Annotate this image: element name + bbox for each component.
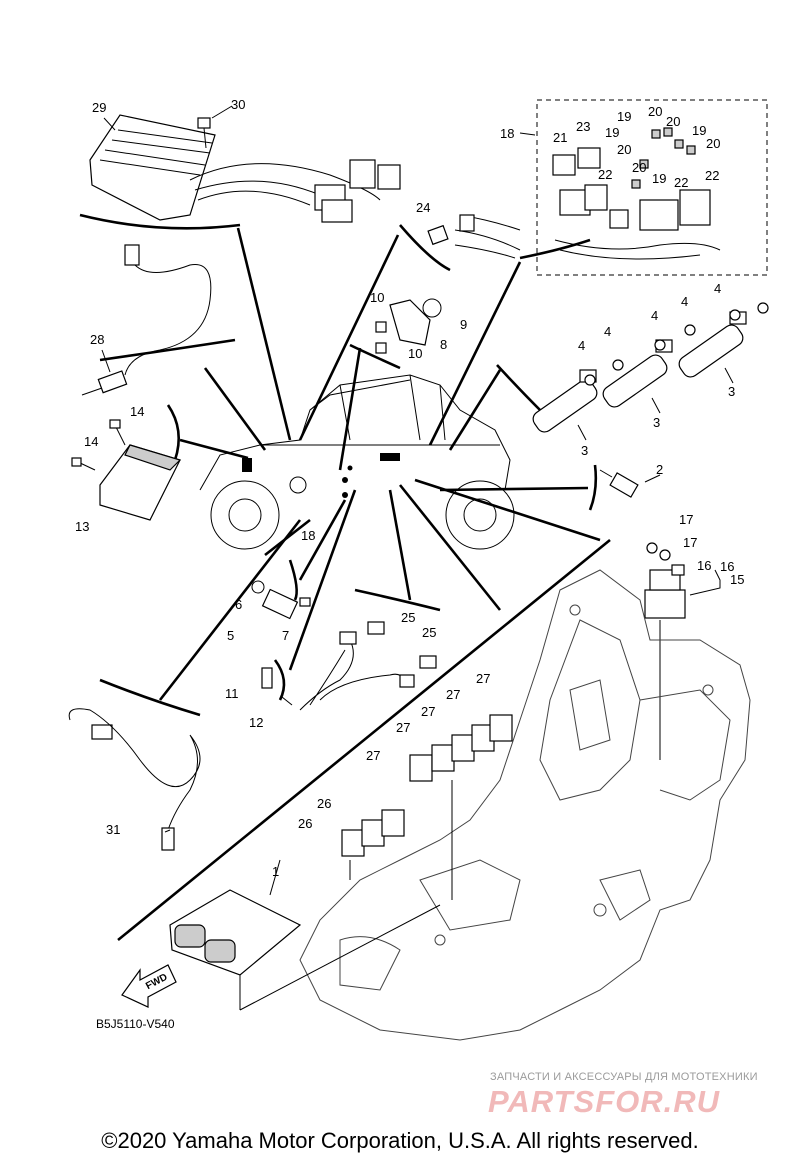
callout-8: 8 (440, 337, 447, 352)
callout-20b: 20 (666, 114, 680, 129)
vehicle-side-view (199, 374, 515, 550)
watermark-logo: PARTSFOR.RU (488, 1084, 721, 1119)
callout-3b: 3 (653, 415, 660, 430)
callout-4a: 4 (578, 338, 585, 353)
callout-27b: 27 (446, 687, 460, 702)
callout-25b: 25 (422, 625, 436, 640)
part-14-bolts (71, 419, 126, 471)
part-13-module (99, 444, 182, 521)
callout-4d: 4 (681, 294, 688, 309)
callout-30: 30 (231, 97, 245, 112)
callout-2: 2 (656, 462, 663, 477)
leader-lines (158, 227, 601, 701)
watermark-subtitle: ЗАПЧАСТИ И АКСЕССУАРЫ ДЛЯ МОТОТЕХНИКИ (490, 1071, 758, 1083)
callout-20e: 20 (632, 160, 646, 175)
callout-20a: 20 (648, 104, 662, 119)
callout-31: 31 (106, 822, 120, 837)
part-15-relay (644, 542, 686, 760)
callout-4e: 4 (714, 281, 721, 296)
frame-outline (299, 569, 751, 1041)
part-1-ecu (169, 889, 441, 1011)
callout-17b: 17 (683, 535, 697, 550)
callout-26a: 26 (317, 796, 331, 811)
callout-12: 12 (249, 715, 263, 730)
callout-19b: 19 (605, 125, 619, 140)
callout-9: 9 (460, 317, 467, 332)
callout-16b: 16 (720, 559, 734, 574)
part-28-sensor (81, 244, 212, 396)
callout-29: 29 (92, 100, 106, 115)
part-4-bolts (584, 302, 769, 386)
callout-24: 24 (416, 200, 430, 215)
callout-27e: 27 (366, 748, 380, 763)
callout-26b: 26 (298, 816, 312, 831)
callout-7: 7 (282, 628, 289, 643)
callout-10a: 10 (370, 290, 384, 305)
callout-19a: 19 (617, 109, 631, 124)
callout-10b: 10 (408, 346, 422, 361)
part-31-sensor (68, 708, 201, 851)
callout-28: 28 (90, 332, 104, 347)
callout-14a: 14 (130, 404, 144, 419)
callout-18b: 18 (500, 126, 514, 141)
callout-4c: 4 (651, 308, 658, 323)
part-25-harness (299, 621, 437, 711)
callout-20c: 20 (706, 136, 720, 151)
callout-17a: 17 (679, 512, 693, 527)
copyright-notice: ©2020 Yamaha Motor Corporation, U.S.A. A… (101, 1128, 699, 1153)
part-11-sensor (261, 667, 293, 706)
callout-19d: 19 (652, 171, 666, 186)
part-2-sensor (599, 469, 639, 498)
part-24-sensor (427, 214, 521, 259)
callout-22c: 22 (705, 168, 719, 183)
fwd-arrow-icon: FWD (121, 964, 177, 1008)
callout-13: 13 (75, 519, 89, 534)
callout-20d: 20 (617, 142, 631, 157)
label-ticks (101, 105, 734, 896)
callout-25a: 25 (401, 610, 415, 625)
part-30-bolt (197, 117, 211, 149)
part-3-injectors (532, 311, 747, 433)
callout-5: 5 (227, 628, 234, 643)
callout-23: 23 (576, 119, 590, 134)
callout-3c: 3 (728, 384, 735, 399)
reference-code: B5J5110-V540 (96, 1017, 175, 1031)
callout-19c: 19 (692, 123, 706, 138)
callout-11: 11 (225, 686, 239, 701)
callout-6: 6 (235, 597, 242, 612)
callout-22a: 22 (598, 167, 612, 182)
group-brackets (79, 213, 611, 942)
callout-15: 15 (730, 572, 744, 587)
callout-18a: 18 (301, 528, 315, 543)
callout-21: 21 (553, 130, 567, 145)
callout-14b: 14 (84, 434, 98, 449)
callout-27a: 27 (476, 671, 490, 686)
callout-27d: 27 (396, 720, 410, 735)
callout-1: 1 (272, 864, 279, 879)
part-8-sensor-unit (375, 298, 442, 354)
part-29-control-unit (89, 114, 401, 223)
callout-3a: 3 (581, 443, 588, 458)
part-5-sensor (251, 580, 311, 620)
relay-group-contents (552, 127, 721, 260)
callout-labels: 1 2 3 3 3 4 4 4 4 4 5 6 7 8 9 10 10 11 1… (75, 97, 744, 879)
callout-22b: 22 (674, 175, 688, 190)
callout-27c: 27 (421, 704, 435, 719)
relay-group-box (536, 99, 768, 276)
callout-16: 16 (697, 558, 711, 573)
relays-26-27 (341, 714, 513, 857)
callout-4b: 4 (604, 324, 611, 339)
